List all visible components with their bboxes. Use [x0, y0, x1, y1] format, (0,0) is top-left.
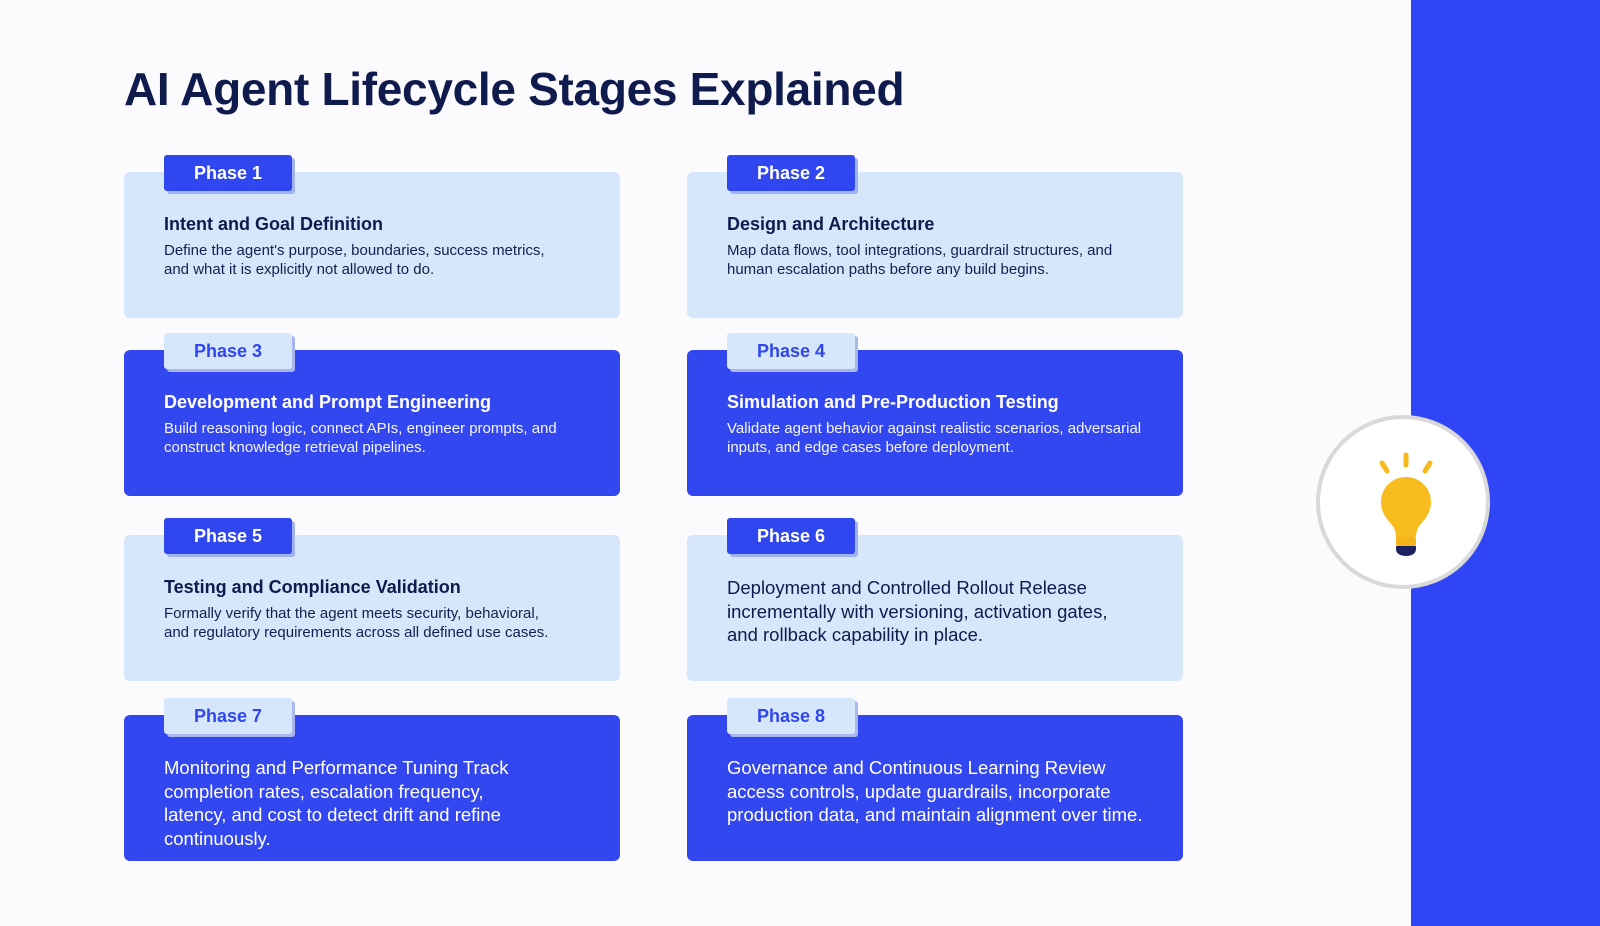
phase-card-6: Phase 6 Deployment and Controlled Rollou… — [687, 518, 1183, 681]
lightbulb-badge — [1316, 415, 1490, 589]
lightbulb-icon — [1379, 452, 1433, 556]
phase-badge-3: Phase 3 — [164, 333, 292, 369]
phase-description-5: Formally verify that the agent meets sec… — [164, 605, 549, 641]
phase-description-2: Map data flows, tool integrations, guard… — [727, 242, 1113, 278]
phase-badge-4: Phase 4 — [727, 333, 855, 369]
phase-text-6: Deployment and Controlled Rollout Releas… — [727, 577, 1108, 645]
phase-title-2: Design and Architecture — [727, 214, 935, 234]
phase-card-5: Phase 5 Testing and Compliance Validatio… — [124, 518, 620, 681]
page-title: AI Agent Lifecycle Stages Explained — [124, 63, 905, 115]
phase-card-2: Phase 2 Design and Architecture Map data… — [687, 155, 1183, 318]
phase-text-8: Governance and Continuous Learning Revie… — [727, 757, 1143, 825]
phase-badge-1: Phase 1 — [164, 155, 292, 191]
phase-description-1: Define the agent's purpose, boundaries, … — [164, 242, 545, 278]
phase-badge-5: Phase 5 — [164, 518, 292, 554]
phase-card-4: Phase 4 Simulation and Pre-Production Te… — [687, 333, 1183, 496]
phase-description-3: Build reasoning logic, connect APIs, eng… — [164, 420, 557, 456]
phase-badge-8: Phase 8 — [727, 698, 855, 734]
phase-title-1: Intent and Goal Definition — [164, 214, 383, 234]
phase-badge-7: Phase 7 — [164, 698, 292, 734]
phase-title-4: Simulation and Pre-Production Testing — [727, 392, 1059, 412]
phase-card-7: Phase 7 Monitoring and Performance Tunin… — [124, 698, 620, 861]
phase-card-1: Phase 1 Intent and Goal Definition Defin… — [124, 155, 620, 318]
phase-badge-2: Phase 2 — [727, 155, 855, 191]
phase-title-3: Development and Prompt Engineering — [164, 392, 492, 412]
phase-description-4: Validate agent behavior against realisti… — [727, 420, 1142, 456]
phase-text-7: Monitoring and Performance Tuning Track … — [164, 757, 509, 849]
phase-badge-6: Phase 6 — [727, 518, 855, 554]
phase-title-5: Testing and Compliance Validation — [164, 577, 461, 597]
phase-card-8: Phase 8 Governance and Continuous Learni… — [687, 698, 1183, 861]
phase-card-3: Phase 3 Development and Prompt Engineeri… — [124, 333, 620, 496]
